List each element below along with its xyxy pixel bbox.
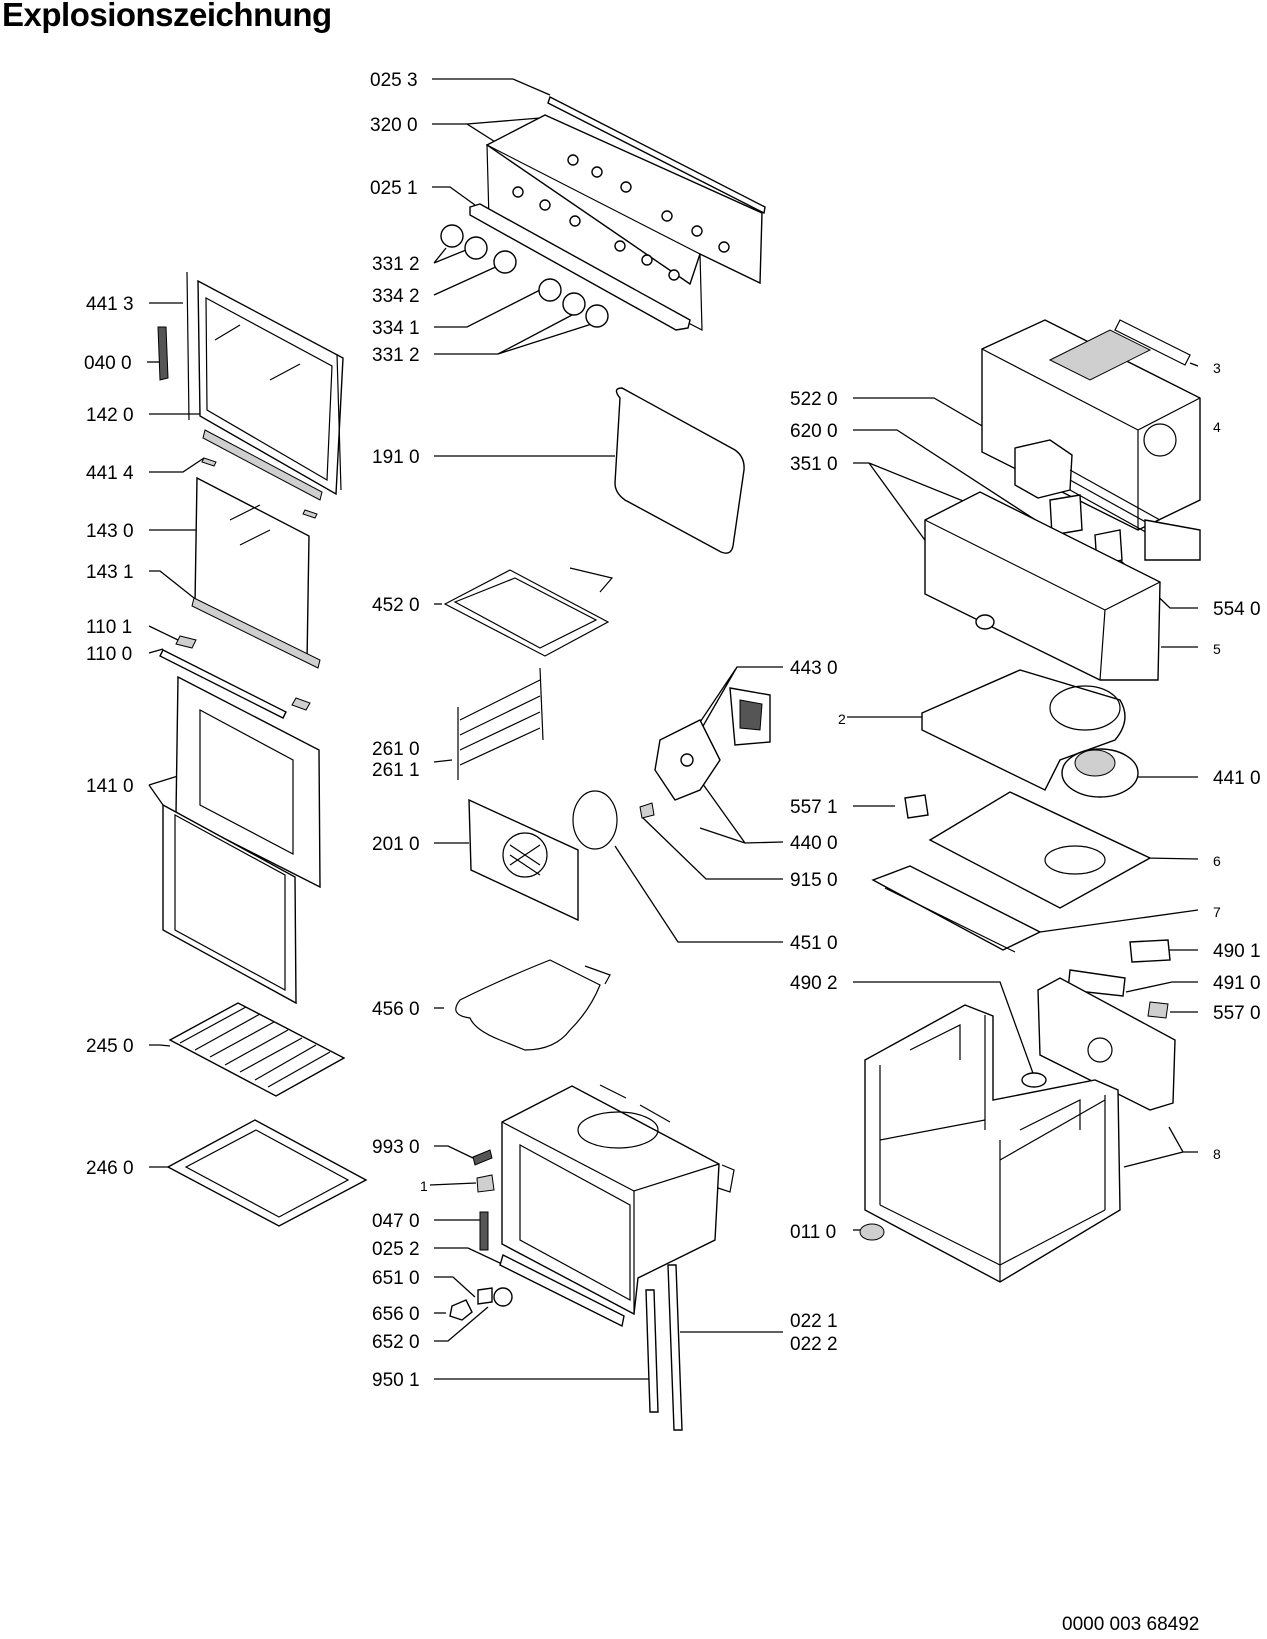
baffle-7 xyxy=(871,865,1042,953)
callout-047-0: 047 0 xyxy=(372,1211,420,1232)
fan-cover-201-0 xyxy=(468,798,579,922)
callout-040-0: 040 0 xyxy=(84,353,132,374)
insulation-6 xyxy=(928,791,1152,909)
callout-491-0: 491 0 xyxy=(1213,973,1261,994)
fan-blade-440-0 xyxy=(639,719,721,819)
callout-334-2: 334 2 xyxy=(372,286,420,307)
switch-522-0 xyxy=(1014,439,1073,499)
handle-040-0 xyxy=(157,326,169,381)
small-fittings xyxy=(449,1149,513,1321)
callout-8: 8 xyxy=(1213,1146,1221,1162)
panel-bracket-025-1 xyxy=(469,203,691,331)
callout-261-1: 261 1 xyxy=(372,760,420,781)
callout-6: 6 xyxy=(1213,853,1221,869)
callout-141-0: 141 0 xyxy=(86,776,134,797)
side-rails-022-950 xyxy=(645,1264,683,1431)
callout-143-1: 143 1 xyxy=(86,562,134,583)
hinge-strip-441-4 xyxy=(201,429,323,519)
back-panel-8 xyxy=(1021,977,1176,1111)
front-trim-025-2 xyxy=(499,1253,625,1328)
callout-441-3: 441 3 xyxy=(86,294,134,315)
housing-top-3-4 xyxy=(981,319,1201,531)
callout-452-0: 452 0 xyxy=(372,595,420,616)
control-panel-320-0 xyxy=(485,114,763,331)
thermal-fuse-557-1 xyxy=(904,794,929,819)
callout-557-1: 557 1 xyxy=(790,797,838,818)
control-knobs xyxy=(440,224,609,328)
callout-142-0: 142 0 xyxy=(86,405,134,426)
callout-245-0: 245 0 xyxy=(86,1036,134,1057)
callout-011-0: 011 0 xyxy=(790,1222,836,1243)
baking-tray-246-0 xyxy=(166,1119,368,1227)
callout-490-2: 490 2 xyxy=(790,973,838,994)
callout-456-0: 456 0 xyxy=(372,999,420,1020)
callout-557-0: 557 0 xyxy=(1213,1003,1261,1024)
callout-656-0: 656 0 xyxy=(372,1304,420,1325)
callout-443-0: 443 0 xyxy=(790,658,838,679)
glass-strip-143-1 xyxy=(191,597,321,669)
lower-element-456-0 xyxy=(455,959,611,1051)
callout-522-0: 522 0 xyxy=(790,389,838,410)
callout-652-0: 652 0 xyxy=(372,1332,420,1353)
hinges-110 xyxy=(159,635,311,719)
callout-labels: 025 3 320 0 025 1 331 2 334 2 334 1 331 … xyxy=(84,70,1261,1391)
callout-1: 1 xyxy=(420,1178,428,1194)
callout-331-2a: 331 2 xyxy=(372,254,420,275)
outer-door-141-0 xyxy=(162,675,321,1005)
callout-7: 7 xyxy=(1213,904,1221,920)
callout-025-1: 025 1 xyxy=(370,178,418,199)
page-title: Explosionszeichnung xyxy=(2,0,332,33)
callout-331-2b: 331 2 xyxy=(372,345,420,366)
oven-cavity xyxy=(501,1084,735,1316)
shelf-supports-261 xyxy=(457,667,544,780)
callout-451-0: 451 0 xyxy=(790,933,838,954)
callout-5: 5 xyxy=(1213,641,1221,657)
callout-320-0: 320 0 xyxy=(370,115,418,136)
callout-110-1: 110 1 xyxy=(86,617,132,638)
fan-motor-443-0 xyxy=(729,687,771,746)
front-panel-5 xyxy=(924,491,1161,681)
callout-261-0: 261 0 xyxy=(372,739,420,760)
oven-rack-245-0 xyxy=(168,1002,346,1097)
grill-element-452-0 xyxy=(443,567,614,657)
callout-022-2: 022 2 xyxy=(790,1334,838,1355)
callout-201-0: 201 0 xyxy=(372,834,420,855)
callout-110-0: 110 0 xyxy=(86,644,132,665)
callout-3: 3 xyxy=(1213,360,1221,376)
callout-651-0: 651 0 xyxy=(372,1268,420,1289)
callout-993-0: 993 0 xyxy=(372,1137,420,1158)
callout-441-0: 441 0 xyxy=(1213,768,1261,789)
callout-351-0: 351 0 xyxy=(790,454,838,475)
callout-025-3: 025 3 xyxy=(370,70,418,91)
door-seal-191-0 xyxy=(614,387,745,554)
callout-554-0: 554 0 xyxy=(1213,599,1261,620)
door-frame-142-0 xyxy=(186,271,344,496)
callout-334-1: 334 1 xyxy=(372,318,420,339)
callout-143-0: 143 0 xyxy=(86,521,134,542)
ring-element-451-0 xyxy=(572,790,618,850)
callout-441-4: 441 4 xyxy=(86,463,134,484)
callout-620-0: 620 0 xyxy=(790,421,838,442)
document-number: 0000 003 68492 xyxy=(1062,1614,1200,1635)
callout-2: 2 xyxy=(838,711,846,727)
callout-025-2: 025 2 xyxy=(372,1239,420,1260)
callout-4: 4 xyxy=(1213,419,1221,435)
fan-motor-441-0 xyxy=(1061,748,1139,798)
trim-strip-025-3 xyxy=(547,96,766,215)
housing-frame-8 xyxy=(859,1004,1121,1283)
callout-490-1: 490 1 xyxy=(1213,941,1261,962)
callout-191-0: 191 0 xyxy=(372,447,420,468)
callout-440-0: 440 0 xyxy=(790,833,838,854)
callout-915-0: 915 0 xyxy=(790,870,838,891)
callout-246-0: 246 0 xyxy=(86,1158,134,1179)
callout-950-1: 950 1 xyxy=(372,1370,420,1391)
callout-022-1: 022 1 xyxy=(790,1311,838,1332)
